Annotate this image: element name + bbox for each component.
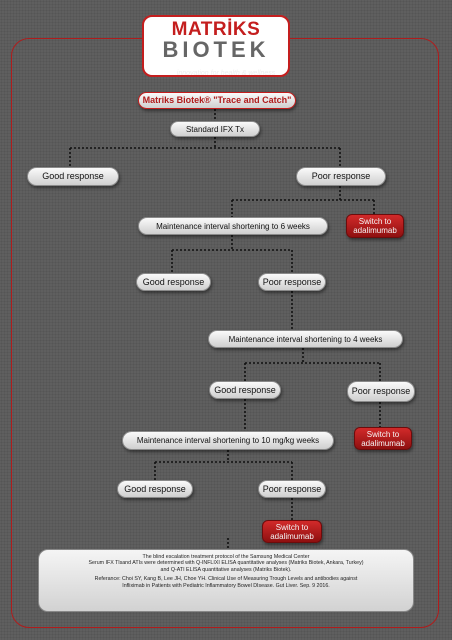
maintenance-10mg-node: Maintenance interval shortening to 10 mg… (122, 431, 334, 450)
good-response-node-2: Good response (136, 273, 211, 291)
good-response-node-1: Good response (27, 167, 119, 186)
footer-line-3: and Q-ATI ELISA quantitative analyses (M… (160, 566, 292, 573)
maintenance-4-weeks-node: Maintenance interval shortening to 4 wee… (208, 330, 403, 348)
footer-reference-2: Infliximab in Patients with Pediatric In… (122, 582, 330, 589)
standard-ifx-node: Standard IFX Tx (170, 121, 260, 137)
logo-text-biotek: BIOTEK (162, 37, 270, 62)
good-response-node-4: Good response (117, 480, 193, 498)
footer-note: The blind escalation treatment protocol … (38, 549, 414, 612)
trace-and-catch-node: Matriks Biotek® "Trace and Catch" (138, 92, 296, 109)
footer-reference-1: Referance: Choi SY, Kang B, Lee JH, Choe… (94, 576, 358, 583)
footer-line-1: The blind escalation treatment protocol … (142, 554, 310, 560)
footer-line-2: Serum IFX Tlsand ATIs were determined wi… (88, 560, 364, 567)
poor-response-node-4: Poor response (258, 480, 326, 498)
switch-adalimumab-node-2: Switch to adalimumab (354, 427, 412, 450)
logo-text-matriks: MATRİKS (171, 19, 261, 40)
poor-response-node-3: Poor response (347, 381, 415, 402)
maintenance-6-weeks-node: Maintenance interval shortening to 6 wee… (138, 217, 328, 235)
poor-response-node-2: Poor response (258, 273, 326, 291)
switch-adalimumab-node-3: Switch to adalimumab (262, 520, 322, 543)
poor-response-node-1: Poor response (296, 167, 386, 186)
switch-adalimumab-node-1: Switch to adalimumab (346, 214, 404, 238)
good-response-node-3: Good response (209, 381, 281, 399)
logo-tagline: innovation for health & wellness (176, 70, 276, 77)
matriks-logo: MATRİKS BIOTEK (142, 15, 290, 77)
